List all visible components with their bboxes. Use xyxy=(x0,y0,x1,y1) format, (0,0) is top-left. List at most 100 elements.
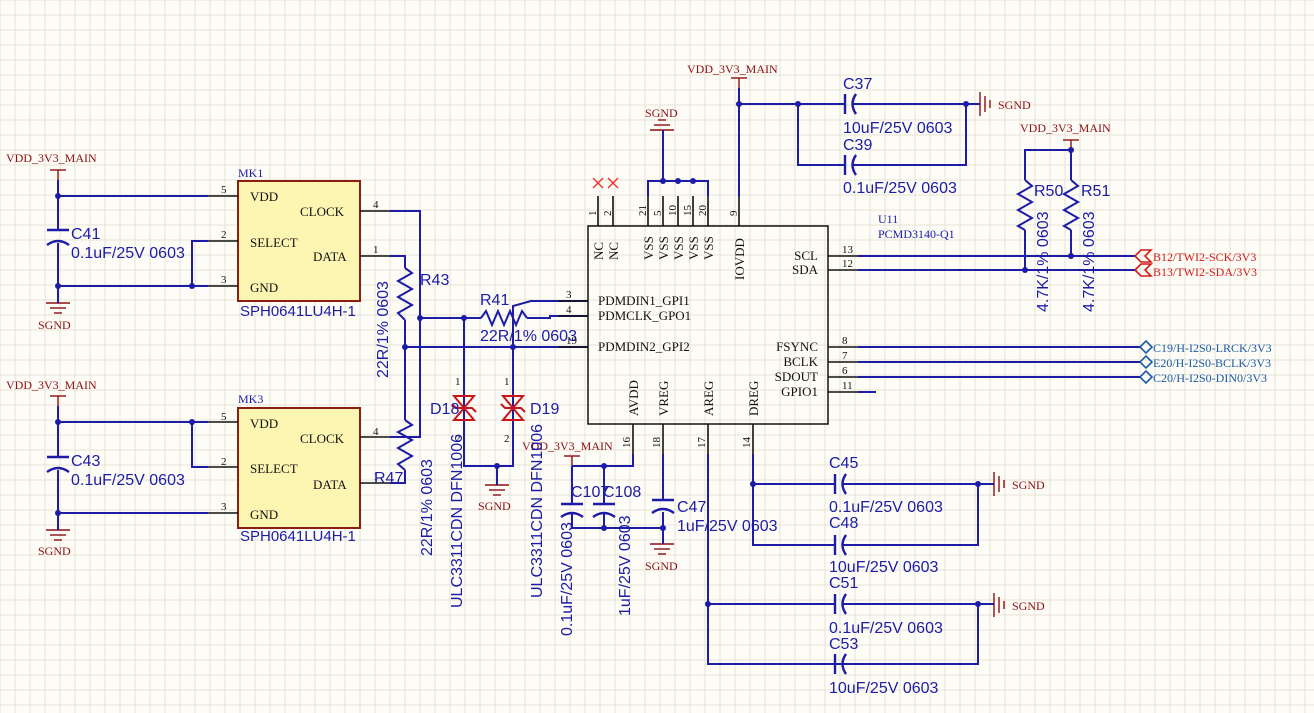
svg-text:C43: C43 xyxy=(71,453,100,470)
svg-text:0.1uF/25V 0603: 0.1uF/25V 0603 xyxy=(71,245,185,262)
vdd-symbol-u11: VDD_3V3_MAIN xyxy=(687,62,778,88)
svg-text:SGND: SGND xyxy=(998,98,1031,112)
net-bclk[interactable]: E20/H-I2S0-BCLK/3V3 xyxy=(1139,354,1271,370)
u11-pin-number: 8 xyxy=(842,335,848,347)
svg-text:C45: C45 xyxy=(829,455,858,472)
svg-text:C107: C107 xyxy=(571,484,609,501)
svg-text:SPH0641LU4H-1: SPH0641LU4H-1 xyxy=(240,528,356,545)
svg-text:SGND: SGND xyxy=(645,559,678,573)
svg-text:CLOCK: CLOCK xyxy=(300,204,345,219)
u11-pin-name: SCL xyxy=(794,248,818,263)
svg-text:SPH0641LU4H-1: SPH0641LU4H-1 xyxy=(240,303,356,320)
svg-text:SELECT: SELECT xyxy=(250,235,298,250)
svg-text:VDD_3V3_MAIN: VDD_3V3_MAIN xyxy=(687,62,778,76)
capacitor-c47[interactable]: C47 1uF/25V 0603 xyxy=(651,498,778,535)
u11-pin-number: 6 xyxy=(842,365,848,377)
u11-pin-name: SDOUT xyxy=(775,369,818,384)
svg-text:VDD_3V3_MAIN: VDD_3V3_MAIN xyxy=(522,439,613,453)
capacitor-c48[interactable]: C48 10uF/25V 0603 xyxy=(829,515,939,576)
net-sdout[interactable]: C20/H-I2S0-DIN0/3V3 xyxy=(1139,369,1267,385)
capacitor-c43[interactable]: C43 0.1uF/25V 0603 xyxy=(46,453,185,489)
u11-pin-number: 13 xyxy=(842,244,854,256)
u11-pin-name: IOVDD xyxy=(732,238,747,280)
wires-vss xyxy=(647,130,709,196)
capacitor-c41[interactable]: C41 0.1uF/25V 0603 xyxy=(46,226,185,262)
svg-text:VDD: VDD xyxy=(250,189,278,204)
svg-text:DATA: DATA xyxy=(313,477,347,492)
svg-text:10uF/25V 0603: 10uF/25V 0603 xyxy=(829,559,939,576)
svg-text:C39: C39 xyxy=(843,137,872,154)
resistor-r47[interactable]: R47 22R/1% 0603 xyxy=(374,419,436,556)
u11-pin-name: VSS xyxy=(686,236,701,260)
svg-text:1: 1 xyxy=(455,376,461,388)
svg-text:GND: GND xyxy=(250,280,278,295)
resistor-r51[interactable]: R51 4.7K/1% 0603 xyxy=(1061,179,1110,312)
u11-pin-number: 3 xyxy=(566,289,572,301)
capacitor-c37[interactable]: C37 10uF/25V 0603 xyxy=(843,76,953,137)
svg-text:GND: GND xyxy=(250,507,278,522)
resistor-r50[interactable]: R50 4.7K/1% 0603 xyxy=(1015,179,1063,312)
svg-text:C19/H-I2S0-LRCK/3V3: C19/H-I2S0-LRCK/3V3 xyxy=(1153,341,1272,355)
vdd-symbol-avdd: VDD_3V3_MAIN xyxy=(522,439,613,466)
svg-text:1: 1 xyxy=(504,376,510,388)
svg-text:R51: R51 xyxy=(1081,183,1110,200)
capacitor-c108[interactable]: C108 1uF/25V 0603 xyxy=(592,484,641,616)
u11-pin-name: DREG xyxy=(746,381,761,416)
svg-text:R47: R47 xyxy=(374,470,403,487)
svg-text:10uF/25V 0603: 10uF/25V 0603 xyxy=(843,120,953,137)
u11-pin-number: 16 xyxy=(621,437,633,449)
svg-text:SGND: SGND xyxy=(1012,599,1045,613)
svg-text:4.7K/1% 0603: 4.7K/1% 0603 xyxy=(1081,211,1098,312)
resistor-r41[interactable]: R41 22R/1% 0603 xyxy=(480,292,577,345)
u11-pin-name: PDMCLK_GPO1 xyxy=(598,308,691,323)
u11-pin-name: BCLK xyxy=(783,354,818,369)
capacitor-c39[interactable]: C39 0.1uF/25V 0603 xyxy=(843,137,957,197)
svg-text:SGND: SGND xyxy=(38,544,71,558)
diode-d18[interactable]: D18 1 2 ULC3311CDN DFN1006 xyxy=(430,376,477,608)
capacitor-c45[interactable]: C45 0.1uF/25V 0603 xyxy=(829,455,943,516)
resistor-r43[interactable]: R43 22R/1% 0603 xyxy=(375,267,449,378)
svg-text:CLOCK: CLOCK xyxy=(300,431,345,446)
svg-text:0.1uF/25V 0603: 0.1uF/25V 0603 xyxy=(559,522,576,636)
svg-text:U11: U11 xyxy=(878,212,898,226)
svg-text:B12/TWI2-SCK/3V3: B12/TWI2-SCK/3V3 xyxy=(1153,250,1256,264)
u11-pin-name: VSS xyxy=(656,236,671,260)
u11-pin-name: SDA xyxy=(792,262,819,277)
svg-text:ULC3311CDN DFN1006: ULC3311CDN DFN1006 xyxy=(529,424,546,598)
svg-text:B13/TWI2-SDA/3V3: B13/TWI2-SDA/3V3 xyxy=(1153,265,1257,279)
mic-mk1[interactable]: MK1 VDD CLOCK SELECT DATA GND SPH0641LU4… xyxy=(221,166,379,320)
capacitor-c53[interactable]: C53 10uF/25V 0603 xyxy=(829,636,939,697)
u11-pin-name: FSYNC xyxy=(776,339,818,354)
net-scl[interactable]: B12/TWI2-SCK/3V3 xyxy=(1134,249,1256,264)
net-fsync[interactable]: C19/H-I2S0-LRCK/3V3 xyxy=(1139,339,1272,355)
u11-pin-number: 14 xyxy=(741,437,753,449)
u11-pin-number: 18 xyxy=(651,437,663,449)
svg-text:VDD_3V3_MAIN: VDD_3V3_MAIN xyxy=(6,151,97,165)
svg-text:R43: R43 xyxy=(420,272,449,289)
net-sda[interactable]: B13/TWI2-SDA/3V3 xyxy=(1134,263,1257,279)
u11-pin-name: VSS xyxy=(641,236,656,260)
wires-pullup xyxy=(1024,149,1072,270)
svg-text:SELECT: SELECT xyxy=(250,461,298,476)
svg-text:3: 3 xyxy=(221,274,227,286)
svg-text:0.1uF/25V 0603: 0.1uF/25V 0603 xyxy=(829,499,943,516)
capacitor-c107[interactable]: C107 0.1uF/25V 0603 xyxy=(559,484,609,636)
u11-pin-number: 15 xyxy=(682,205,694,217)
svg-text:D19: D19 xyxy=(530,401,559,418)
diode-d19[interactable]: D19 1 2 ULC3311CDN DFN1006 xyxy=(500,376,559,598)
svg-text:4.7K/1% 0603: 4.7K/1% 0603 xyxy=(1035,211,1052,312)
vdd-symbol-mk3: VDD_3V3_MAIN xyxy=(6,378,97,406)
svg-text:0.1uF/25V 0603: 0.1uF/25V 0603 xyxy=(843,180,957,197)
u11-pin-name: PDMDIN1_GPI1 xyxy=(598,293,690,308)
mic-mk3[interactable]: MK3 VDD CLOCK SELECT DATA GND SPH0641LU4… xyxy=(221,392,379,545)
u11-pin-number: 5 xyxy=(652,210,664,216)
svg-text:ULC3311CDN DFN1006: ULC3311CDN DFN1006 xyxy=(449,434,466,608)
capacitor-c51[interactable]: C51 0.1uF/25V 0603 xyxy=(829,575,943,637)
svg-text:2: 2 xyxy=(504,433,510,445)
svg-text:1: 1 xyxy=(373,471,379,483)
nc-marks xyxy=(592,177,619,189)
